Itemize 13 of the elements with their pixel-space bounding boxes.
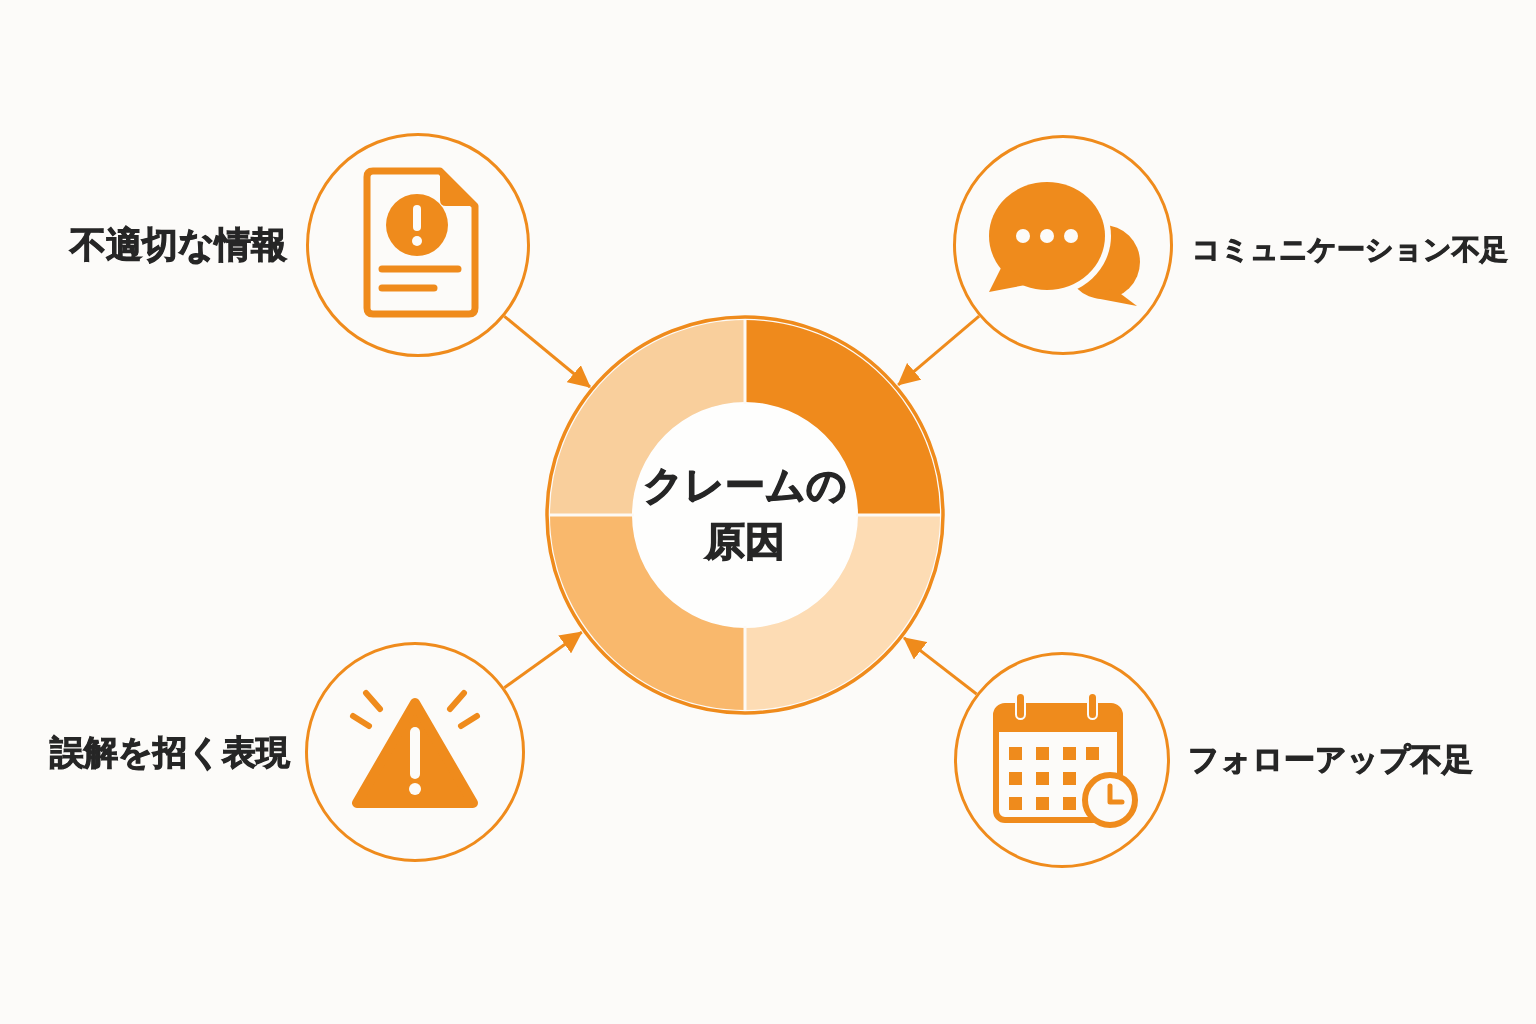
icon-circle	[953, 135, 1173, 355]
icon-circle	[305, 642, 525, 862]
category-label: コミュニケーション不足	[1192, 233, 1508, 267]
arrow	[503, 631, 583, 689]
icon-circle	[306, 133, 530, 357]
icon-circle	[954, 652, 1170, 868]
category-label: フォローアップ不足	[1188, 741, 1473, 779]
center-label: クレームの原因	[642, 461, 848, 566]
category-label: 誤解を招く表現	[50, 731, 290, 773]
category-label: 不適切な情報	[70, 223, 287, 267]
arrow	[903, 636, 978, 696]
arrow	[897, 315, 981, 387]
arrow	[503, 315, 591, 389]
